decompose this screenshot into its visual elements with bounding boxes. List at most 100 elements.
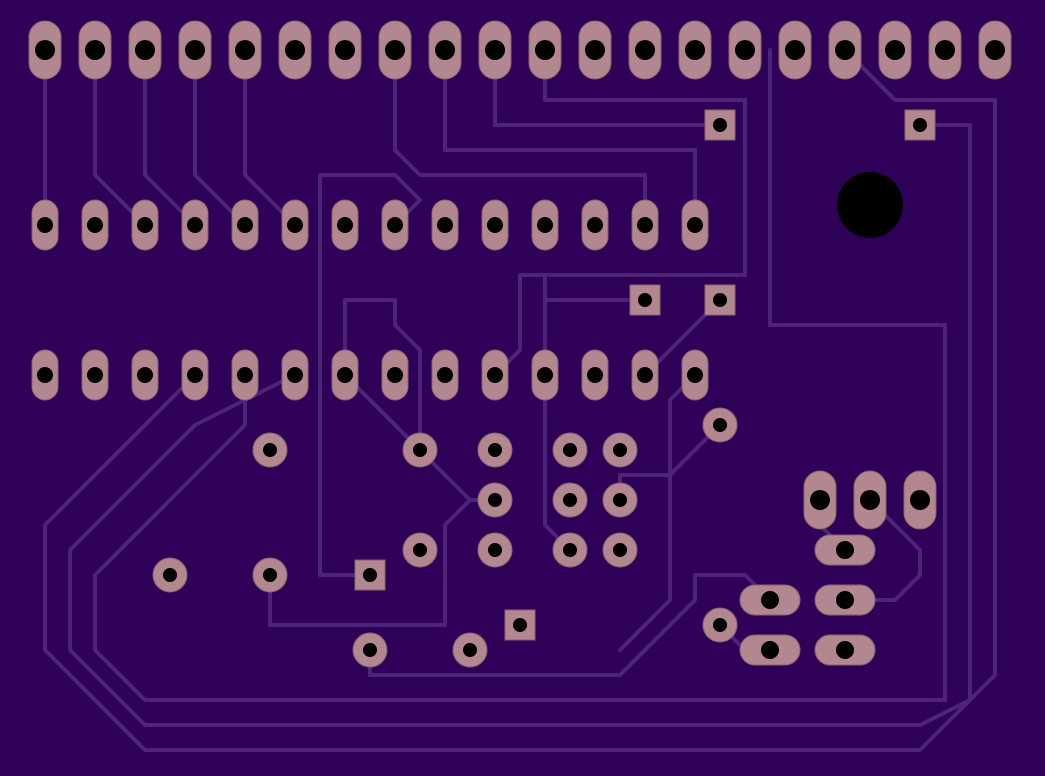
ic-top-pin-pad: [181, 199, 209, 251]
drill-hole: [613, 443, 627, 457]
header-pin-pad: [28, 20, 62, 80]
drill-hole: [537, 367, 553, 383]
drill-hole: [810, 490, 830, 510]
round-pad: [702, 607, 738, 643]
trace: [543, 48, 747, 377]
drill-hole: [488, 543, 502, 557]
header-pin-pad: [78, 20, 112, 80]
round-pad: [602, 532, 638, 568]
header-pin-pad: [778, 20, 812, 80]
drill-hole: [687, 217, 703, 233]
drill-hole: [337, 217, 353, 233]
trace: [93, 48, 947, 702]
trace: [618, 473, 672, 652]
ic-top-pin-pad: [681, 199, 709, 251]
drill-hole: [488, 443, 502, 457]
round-pad: [402, 432, 438, 468]
connector-pin-pad: [903, 470, 937, 530]
drill-hole: [761, 641, 779, 659]
square-via-pad: [904, 109, 936, 141]
drill-hole: [163, 568, 177, 582]
header-pin-pad: [328, 20, 362, 80]
ic-bottom-pin-pad: [331, 349, 359, 401]
drill-hole: [487, 217, 503, 233]
round-pad: [552, 532, 588, 568]
trace: [268, 498, 472, 627]
drill-hole: [638, 293, 652, 307]
drill-hole: [263, 443, 277, 457]
drill-hole: [885, 40, 905, 60]
drill-hole: [860, 490, 880, 510]
drill-hole: [713, 293, 727, 307]
drill-hole: [587, 217, 603, 233]
drill-hole: [287, 367, 303, 383]
drill-hole: [387, 367, 403, 383]
header-pin-pad: [878, 20, 912, 80]
square-via-pad: [354, 559, 386, 591]
horizontal-oval-pad: [739, 584, 801, 616]
header-pin-pad: [978, 20, 1012, 80]
ic-bottom-pin-pad: [131, 349, 159, 401]
drill-hole: [263, 568, 277, 582]
ic-top-pin-pad: [581, 199, 609, 251]
drill-hole: [613, 493, 627, 507]
square-via-pad: [629, 284, 661, 316]
drill-hole: [235, 40, 255, 60]
square-via-pad: [504, 609, 536, 641]
ic-bottom-pin-pad: [681, 349, 709, 401]
trace: [843, 498, 922, 602]
round-pad: [602, 432, 638, 468]
drill-hole: [537, 217, 553, 233]
ic-top-pin-pad: [481, 199, 509, 251]
trace: [318, 173, 422, 577]
round-pad: [252, 557, 288, 593]
trace: [393, 48, 647, 227]
ic-top-pin-pad: [31, 199, 59, 251]
drill-hole: [287, 217, 303, 233]
ic-top-pin-pad: [631, 199, 659, 251]
drill-hole: [913, 118, 927, 132]
drill-hole: [836, 541, 854, 559]
round-pad: [702, 407, 738, 443]
drill-hole: [637, 217, 653, 233]
drill-hole: [387, 217, 403, 233]
header-pin-pad: [578, 20, 612, 80]
ic-top-pin-pad: [331, 199, 359, 251]
drill-hole: [563, 443, 577, 457]
round-pad: [602, 482, 638, 518]
drill-hole: [237, 217, 253, 233]
ic-bottom-pin-pad: [431, 349, 459, 401]
round-pad: [552, 482, 588, 518]
drill-hole: [910, 490, 930, 510]
header-pin-pad: [828, 20, 862, 80]
drill-hole: [385, 40, 405, 60]
horizontal-oval-pad: [739, 634, 801, 666]
pad-layer: [28, 20, 1012, 668]
trace: [543, 298, 647, 377]
ic-top-pin-pad: [81, 199, 109, 251]
drill-hole: [836, 641, 854, 659]
header-pin-pad: [728, 20, 762, 80]
ic-top-pin-pad: [431, 199, 459, 251]
drill-hole: [535, 40, 555, 60]
ic-top-pin-pad: [131, 199, 159, 251]
drill-hole: [87, 217, 103, 233]
drill-hole: [487, 367, 503, 383]
drill-hole: [437, 367, 453, 383]
drill-hole: [363, 643, 377, 657]
round-pad: [552, 432, 588, 468]
drill-hole: [35, 40, 55, 60]
drill-hole: [687, 367, 703, 383]
drill-hole: [785, 40, 805, 60]
header-pin-pad: [478, 20, 512, 80]
ic-bottom-pin-pad: [181, 349, 209, 401]
drill-hole: [37, 367, 53, 383]
horizontal-oval-pad: [814, 584, 876, 616]
drill-hole: [836, 591, 854, 609]
drill-hole: [685, 40, 705, 60]
square-via-pad: [704, 284, 736, 316]
drill-hole: [985, 40, 1005, 60]
round-pad: [477, 532, 513, 568]
ic-bottom-pin-pad: [281, 349, 309, 401]
